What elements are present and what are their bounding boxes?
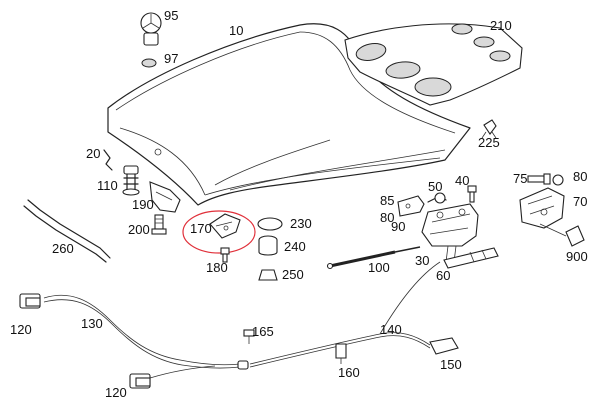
label-70: 70 [573,194,587,209]
highlight-ring [182,210,256,254]
cable-clip[interactable] [335,343,347,364]
emblem-star-icon[interactable] [140,12,162,46]
label-225: 225 [478,135,500,150]
label-120b: 120 [105,385,127,400]
label-80b: 80 [573,169,587,184]
label-90: 90 [391,219,405,234]
label-250: 250 [282,267,304,282]
bolt-set[interactable] [151,214,167,235]
label-900: 900 [566,249,588,264]
label-100: 100 [368,260,390,275]
release-handle-front[interactable] [19,293,41,309]
hinge-bracket[interactable] [149,181,181,213]
lock-actuator[interactable] [519,187,565,229]
gasket-ring[interactable] [257,217,283,231]
cable-grommet[interactable] [243,329,255,344]
hood-lock-striker[interactable] [182,210,256,254]
release-cable-rear[interactable] [249,261,441,368]
label-97: 97 [164,51,178,66]
label-180: 180 [206,260,228,275]
striker-bolt[interactable] [220,247,230,263]
label-140: 140 [380,322,402,337]
label-165: 165 [252,324,274,339]
hood-insulation-mat[interactable] [344,23,523,106]
label-190: 190 [132,197,154,212]
lock-carrier[interactable] [443,247,499,269]
hood-panel[interactable] [107,23,471,206]
label-85: 85 [380,193,394,208]
hood-lock-assembly[interactable] [421,203,479,263]
label-80: 80 [380,210,394,225]
cable-coupler[interactable] [237,360,249,370]
connector-plug[interactable] [539,223,585,247]
seal-strip[interactable] [23,199,111,263]
label-20: 20 [86,146,100,161]
label-50: 50 [428,179,442,194]
label-260: 260 [52,241,74,256]
label-40: 40 [455,173,469,188]
rubber-buffer[interactable] [258,235,278,256]
label-95: 95 [164,8,178,23]
label-200: 200 [128,222,150,237]
lock-bolt[interactable] [467,185,477,203]
lock-nut[interactable] [434,192,446,204]
label-210: 210 [490,18,512,33]
part-labels: 95 97 10 210 225 20 110 190 200 260 170 … [10,8,588,400]
clip-part[interactable] [103,149,113,171]
label-130: 130 [81,316,103,331]
lock-plate[interactable] [397,195,425,217]
gas-strut[interactable] [326,246,421,270]
cable-end-bracket[interactable] [429,337,459,355]
buffer-base[interactable] [258,269,278,281]
label-30: 30 [415,253,429,268]
label-150: 150 [440,357,462,372]
label-160: 160 [338,365,360,380]
mat-clip[interactable] [481,119,497,139]
label-230: 230 [290,216,312,231]
label-170: 170 [190,221,212,236]
label-60: 60 [436,268,450,283]
label-110: 110 [97,178,118,193]
emblem-holder[interactable] [141,58,157,68]
release-cable-front[interactable] [43,294,241,379]
release-handle-rear[interactable] [129,373,151,389]
label-10: 10 [229,23,243,38]
actuator-bolt[interactable] [527,173,564,186]
label-120a: 120 [10,322,32,337]
label-75: 75 [513,171,527,186]
hood-buffer[interactable] [122,165,140,196]
label-240: 240 [284,239,306,254]
